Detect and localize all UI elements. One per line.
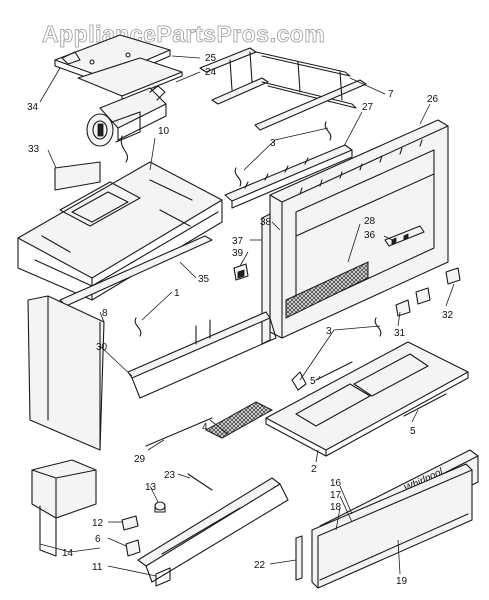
part-rod-5-b <box>403 393 447 417</box>
callout-4: 4 <box>202 422 208 433</box>
part-side-panel-8 <box>27 295 105 451</box>
callout-36: 36 <box>364 230 376 241</box>
part-rod-29 <box>145 417 213 447</box>
watermark-text: AppliancePartsPros.com <box>42 21 325 47</box>
callout-3-top: 3 <box>270 138 276 149</box>
part-cap-13 <box>154 501 166 513</box>
part-bottom-tray-2 <box>265 341 469 457</box>
part-switch-39 <box>233 263 249 281</box>
part-lower-panel-19 <box>311 463 473 589</box>
part-motor-plate-24 <box>77 57 183 101</box>
part-grease-filter-4 <box>204 401 274 439</box>
leader-lines <box>39 55 455 577</box>
callout-28: 28 <box>364 216 376 227</box>
part-front-strip-30 <box>127 311 277 399</box>
part-rail-frame-7 <box>199 47 367 131</box>
part-clip-1 <box>134 317 142 337</box>
part-bracket-3 <box>291 371 307 391</box>
part-bottom-rail-11 <box>137 477 289 587</box>
callout-31: 31 <box>394 328 406 339</box>
part-blower-motor <box>86 85 167 163</box>
callout-16: 16 <box>330 478 342 489</box>
part-filter-33 <box>54 161 101 191</box>
callout-18: 18 <box>330 502 342 513</box>
part-corner-bracket-14 <box>31 459 97 557</box>
part-rod-5-a <box>315 361 353 381</box>
callout-26: 26 <box>427 94 439 105</box>
part-switch-bank-36 <box>384 225 425 247</box>
callout-39: 39 <box>232 248 244 259</box>
callout-27: 27 <box>362 102 374 113</box>
part-control-strip-3 <box>224 121 353 209</box>
part-switch-32 <box>445 267 461 285</box>
callout-5-lower: 5 <box>410 426 416 437</box>
callout-6: 6 <box>95 534 101 545</box>
callout-10: 10 <box>158 126 170 137</box>
part-bar-22 <box>295 535 303 581</box>
callout-5-upper: 5 <box>310 376 316 387</box>
callout-34: 34 <box>27 102 39 113</box>
callout-30: 30 <box>96 342 108 353</box>
part-switch-6 <box>125 539 141 557</box>
part-switch-31 <box>395 287 431 317</box>
callout-33: 33 <box>28 144 40 155</box>
callout-24: 24 <box>205 67 217 78</box>
callout-19: 19 <box>396 576 408 587</box>
part-switch-12 <box>121 515 139 531</box>
callout-13: 13 <box>145 482 157 493</box>
callout-29: 29 <box>134 454 146 465</box>
callout-2: 2 <box>311 464 317 475</box>
callout-1: 1 <box>174 288 180 299</box>
part-spring-3 <box>374 317 382 337</box>
callout-37: 37 <box>232 236 244 247</box>
part-side-strip-38 <box>261 213 271 345</box>
callout-14: 14 <box>62 548 74 559</box>
callout-25: 25 <box>205 53 217 64</box>
callout-32: 32 <box>442 310 454 321</box>
callout-3-lower: 3 <box>326 326 332 337</box>
callout-8: 8 <box>102 308 108 319</box>
part-vent-grille-28 <box>285 261 369 319</box>
callout-7: 7 <box>388 89 394 100</box>
callout-23: 23 <box>164 470 176 481</box>
callout-11: 11 <box>92 562 103 573</box>
callout-35: 35 <box>198 274 210 285</box>
callout-17: 17 <box>330 490 342 501</box>
part-rod-23 <box>187 473 213 491</box>
callout-22: 22 <box>254 560 266 571</box>
callout-12: 12 <box>92 518 104 529</box>
part-door-frame-26 <box>269 119 449 339</box>
callout-labels: 25 24 34 7 26 27 10 33 3 38 28 36 37 39 … <box>27 53 454 587</box>
callout-38: 38 <box>260 217 272 228</box>
